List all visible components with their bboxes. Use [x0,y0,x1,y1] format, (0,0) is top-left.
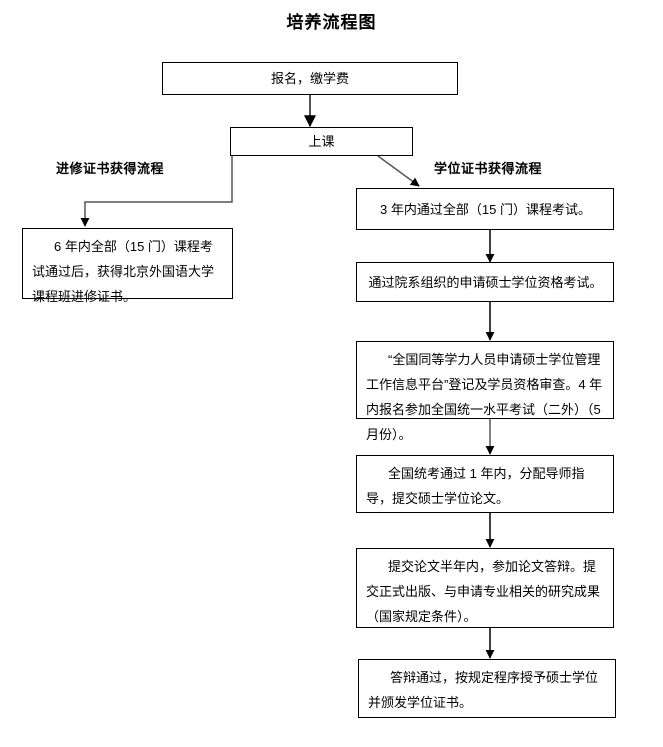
connector-class-to-degree1 [377,155,420,187]
branch-label-right: 学位证书获得流程 [434,161,543,176]
node-cert-result[interactable]: 6 年内全部（15 门）课程考试通过后，获得北京外国语大学课程班进修证书。 [22,228,233,304]
node-degree-step-1[interactable]: 3 年内通过全部（15 门）课程考试。 [356,188,614,230]
node-degree-step-5-label: 提交论文半年内，参加论文答辩。提交正式出版、与申请专业相关的研究成果（国家规定条… [366,559,601,624]
node-degree-step-2[interactable]: 通过院系组织的申请硕士学位资格考试。 [356,262,614,302]
node-degree-step-6-label: 答辩通过，按规定程序授予硕士学位并颁发学位证书。 [368,670,599,710]
node-degree-step-4-label: 全国统考通过 1 年内，分配导师指导，提交硕士学位论文。 [366,466,585,506]
node-degree-step-1-label: 3 年内通过全部（15 门）课程考试。 [380,201,591,217]
node-degree-step-6[interactable]: 答辩通过，按规定程序授予硕士学位并颁发学位证书。 [358,659,616,718]
node-degree-step-4[interactable]: 全国统考通过 1 年内，分配导师指导，提交硕士学位论文。 [356,455,614,513]
node-class[interactable]: 上课 [230,127,413,156]
node-degree-step-5[interactable]: 提交论文半年内，参加论文答辩。提交正式出版、与申请专业相关的研究成果（国家规定条… [356,548,614,628]
node-degree-step-3[interactable]: “全国同等学力人员申请硕士学位管理工作信息平台”登记及学员资格审查。4 年内报名… [356,341,614,442]
page-title: 培养流程图 [286,13,377,32]
node-degree-step-2-label: 通过院系组织的申请硕士学位资格考试。 [368,274,603,290]
branch-label-left: 进修证书获得流程 [56,161,165,176]
node-class-label: 上课 [308,133,335,149]
node-apply-label: 报名，缴学费 [270,70,349,86]
node-cert-result-label: 6 年内全部（15 门）课程考试通过后，获得北京外国语大学课程班进修证书。 [32,239,215,304]
node-apply[interactable]: 报名，缴学费 [162,62,458,95]
node-degree-step-3-label: “全国同等学力人员申请硕士学位管理工作信息平台”登记及学员资格审查。4 年内报名… [366,352,603,442]
